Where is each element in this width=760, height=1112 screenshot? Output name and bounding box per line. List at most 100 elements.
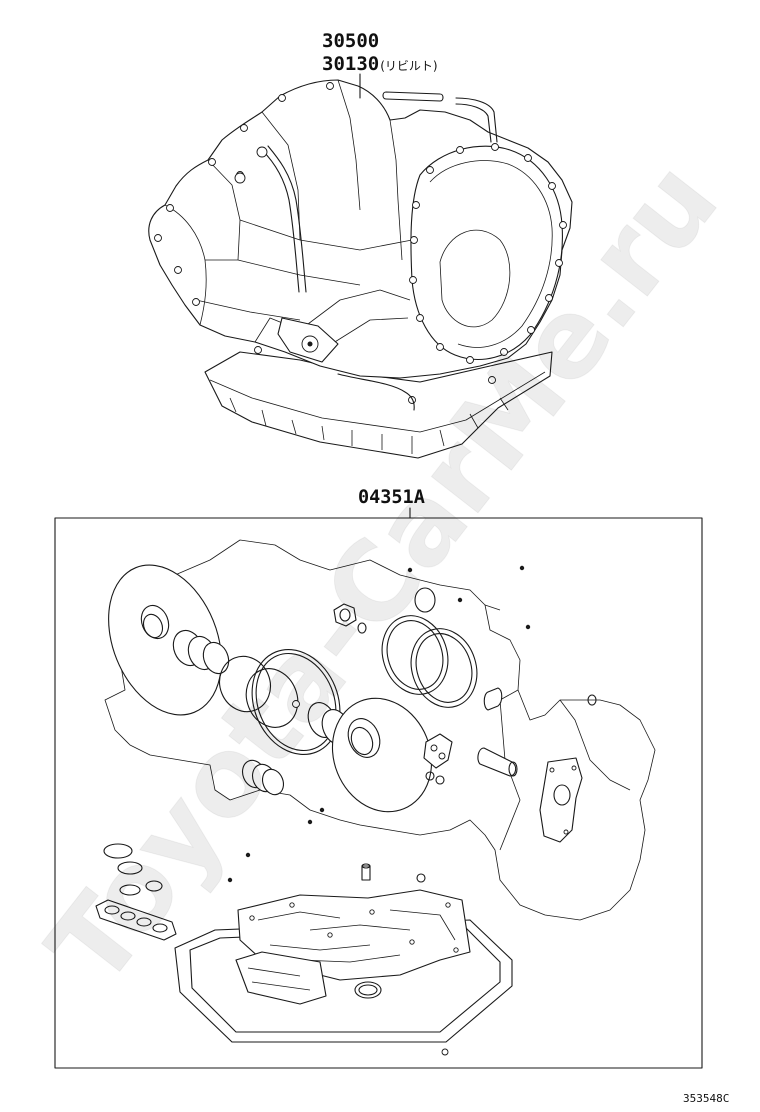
piston-disc (108, 564, 222, 716)
ref-point (307, 819, 313, 825)
plate-hole (445, 902, 451, 908)
plate-hole (369, 909, 375, 915)
bolt (208, 158, 216, 166)
cover-gasket-bolt-hole (571, 765, 577, 771)
bolt (410, 236, 418, 244)
oil-pan-lip (209, 371, 546, 433)
bolt (500, 348, 508, 356)
bushing (483, 687, 503, 711)
solenoid-gasket-hole (136, 917, 152, 927)
ref-point (519, 565, 525, 571)
o-ring-small (435, 775, 445, 785)
gasket-kit-part-number: 04351A (358, 487, 425, 508)
case-ribs (195, 79, 413, 321)
ref-point (227, 877, 233, 883)
cover-gasket-bolt-hole (563, 829, 569, 835)
o-ring-small (425, 771, 435, 781)
plate-hole (249, 915, 255, 921)
bolt (555, 259, 563, 267)
small-gasket-hole (430, 744, 438, 752)
o-ring-large (251, 648, 341, 756)
cover-gasket-bolt-hole (549, 767, 555, 773)
solenoid-gasket-hole (152, 923, 168, 933)
rebuilt-part-number: 30130 (322, 53, 379, 75)
o-ring-large-inner (386, 620, 444, 690)
ref-point (245, 852, 251, 858)
bolt (426, 166, 434, 174)
bolt (488, 376, 496, 384)
bolt (491, 143, 499, 151)
bolt (466, 356, 474, 364)
small-gasket-hole (438, 752, 446, 760)
o-ring-small (416, 873, 426, 883)
bolt (416, 314, 424, 322)
bolt (326, 82, 334, 90)
o-ring-large (410, 628, 478, 708)
o-ring (103, 843, 133, 859)
sensor-connector (234, 172, 246, 184)
plate-hole (327, 932, 333, 938)
side-cover-bolts (409, 143, 567, 364)
solenoid-gasket-hole (104, 905, 120, 915)
illustration-code: 353548C (683, 1092, 729, 1105)
bolt (192, 298, 200, 306)
side-cover-rim (429, 160, 553, 348)
cover-gasket-hole (553, 784, 571, 806)
o-ring-small (357, 622, 367, 634)
o-ring-large-inner (255, 652, 337, 752)
ref-point (319, 807, 325, 813)
bolt (174, 266, 182, 274)
cooler-tube (382, 91, 444, 102)
strainer-gasket (354, 981, 382, 999)
bolt (412, 201, 420, 209)
strainer-gasket-inner (358, 984, 378, 996)
shift-shaft-center (307, 341, 313, 347)
oil-seal-bore (339, 608, 351, 622)
check-ball-plug (361, 865, 371, 881)
bolt (456, 146, 464, 154)
wiring-harness (261, 145, 307, 293)
separator-plate-gasket (235, 951, 327, 1005)
bolt (154, 234, 162, 242)
gasket-kit-illustration (95, 539, 656, 1056)
oil-pan-ribs (229, 397, 509, 454)
cover-gasket (539, 757, 583, 843)
ref-point (457, 597, 463, 603)
bolt (527, 326, 535, 334)
o-ring-large (381, 615, 449, 695)
breather-tube (455, 97, 498, 143)
reference-points (227, 565, 531, 883)
seal-ring (202, 641, 230, 675)
small-gasket (423, 733, 453, 769)
o-ring-small (414, 587, 436, 613)
solenoid-gasket (95, 899, 177, 941)
ref-point (407, 567, 413, 573)
drain-plug-gasket (441, 1048, 449, 1056)
transmission-assembly-illustration (148, 79, 573, 459)
ref-point (525, 624, 531, 630)
valve-body-plate-passages (257, 909, 456, 963)
gasket-kit-frame (54, 517, 703, 1069)
side-cover-recess (439, 229, 511, 328)
bolt (545, 294, 553, 302)
switch-wire (337, 373, 415, 411)
oil-seal (333, 603, 357, 627)
check-ball-plug-top (361, 863, 371, 869)
plate-hole (453, 947, 459, 953)
case-reference-outline (104, 539, 656, 921)
bolt (409, 276, 417, 284)
bolt (436, 343, 444, 351)
plate-hole (409, 939, 415, 945)
bolt (166, 204, 174, 212)
o-ring-small (587, 694, 597, 706)
bolt (278, 94, 286, 102)
bolt (240, 124, 248, 132)
bolt (254, 346, 262, 354)
assembly-part-number: 30500 (322, 30, 379, 52)
o-ring (119, 884, 141, 896)
bolt (559, 221, 567, 229)
separator-plate-gasket-passages (247, 967, 311, 991)
sleeve (477, 747, 517, 777)
